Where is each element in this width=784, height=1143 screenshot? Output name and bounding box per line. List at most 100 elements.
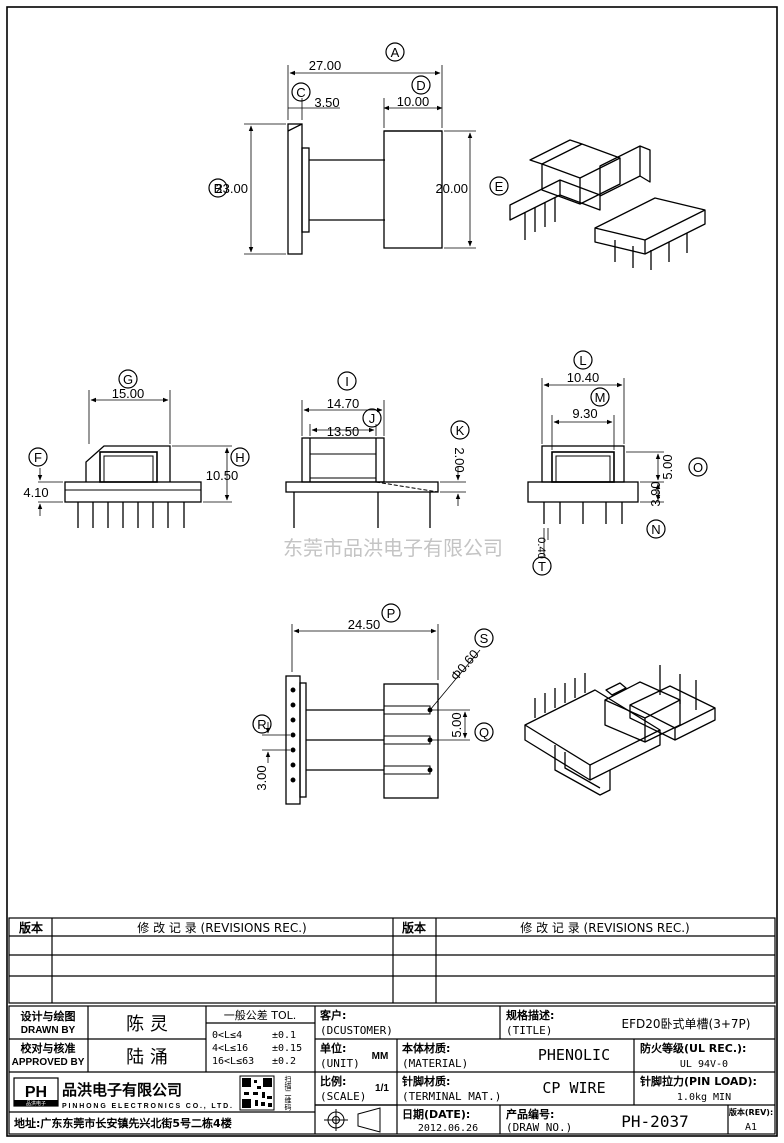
callout-Q: Q [479, 725, 489, 740]
view-front-left [37, 390, 232, 528]
designer-label-en: DRAWN BY [21, 1025, 76, 1036]
dim-S-value: Φ0.60 [447, 647, 481, 684]
callout-H-circle [230, 447, 250, 467]
callout-B-circle [208, 178, 228, 198]
spec-value: EFD20卧式单槽(3+7P) [622, 1017, 751, 1031]
unit-value: MM [372, 1051, 389, 1062]
tolerance-value-1: ±0.15 [272, 1043, 302, 1054]
callout-T-circle [532, 556, 552, 576]
terminal-label-en: (TERMINAL MAT.) [402, 1090, 501, 1103]
dim-Q-value: 5.00 [449, 712, 464, 737]
qr-side-text: 扫描二维码 [284, 1075, 292, 1112]
dim-B-value: 23.00 [215, 181, 248, 196]
approver-label: 校对与核准 [21, 1041, 76, 1055]
callout-E: E [495, 179, 504, 194]
revision-table [8, 917, 776, 1004]
dim-R-value: 3.00 [254, 765, 269, 790]
callout-F-circle [28, 447, 48, 467]
isometric-view-top [509, 139, 706, 270]
dim-text-view1: 27.00 A C 3.50 D 10.00 B 23.00 20.00 E [208, 42, 509, 198]
sheet-border [6, 6, 778, 1137]
spec-label: 规格描述: [506, 1008, 554, 1022]
dim-G-value: 15.00 [112, 386, 145, 401]
scale-value: 1/1 [375, 1083, 389, 1094]
designer-name: 陈 灵 [126, 1014, 168, 1035]
fire-rating-value: UL 94V-0 [680, 1059, 728, 1070]
dim-J-value: 13.50 [327, 424, 360, 439]
rev-header-version-right: 版本 [402, 920, 426, 935]
callout-B: B [214, 181, 223, 196]
tolerance-value-2: ±0.2 [272, 1056, 296, 1067]
callout-D: D [416, 78, 425, 93]
callout-N-circle [646, 519, 666, 539]
rev-header-records-left: 修 改 记 录 (REVISIONS REC.) [137, 920, 306, 935]
dim-E-value: 20.00 [435, 181, 468, 196]
unit-label: 单位: [320, 1041, 346, 1055]
view-bottom [262, 624, 481, 805]
callout-O: O [693, 460, 703, 475]
terminal-value: CP WIRE [542, 1079, 605, 1097]
callout-S: S [480, 631, 489, 646]
callout-O-circle [688, 457, 708, 477]
company-logo-bar [14, 1100, 58, 1106]
approver-label-en: APPROVED BY [12, 1057, 85, 1068]
dim-K-value: 2.00 [452, 447, 467, 472]
view-side-top [244, 65, 476, 255]
rev-header-records-right: 修 改 记 录 (REVISIONS REC.) [520, 920, 689, 935]
dim-O-value: 5.00 [660, 454, 675, 479]
drawno-value: PH-2037 [621, 1112, 688, 1131]
drawno-label: 产品编号: [506, 1107, 554, 1121]
callout-C: C [296, 85, 305, 100]
callout-Q-circle [474, 722, 494, 742]
dim-C-value: 3.50 [314, 95, 339, 110]
title-block-grid [8, 1005, 776, 1135]
scale-label: 比例: [320, 1074, 346, 1088]
company-name: 品洪电子有限公司 [62, 1081, 182, 1099]
tolerance-range-2: 16<L≤63 [212, 1056, 254, 1067]
dim-M-value: 9.30 [572, 406, 597, 421]
material-value: PHENOLIC [538, 1046, 610, 1064]
callout-L-circle [573, 350, 593, 370]
rev-value: A1 [745, 1122, 757, 1133]
approver-name: 陆 涌 [126, 1047, 168, 1068]
dim-D-value: 10.00 [397, 94, 430, 109]
view-front-right [527, 378, 664, 556]
callout-M-circle [590, 387, 610, 407]
customer-label: 客户: [319, 1008, 346, 1022]
dim-text-view4: L 10.40 M 9.30 5.00 O 3.90 N 0.40 T [532, 350, 708, 576]
callout-I: I [345, 374, 349, 389]
pin-load-value: 1.0kg MIN [677, 1092, 731, 1103]
rev-header-version-left: 版本 [19, 920, 43, 935]
spec-label-en: (TITLE) [506, 1024, 552, 1037]
drawno-label-en: (DRAW NO.) [506, 1121, 572, 1134]
unit-label-en: (UNIT) [320, 1057, 360, 1070]
company-address: 地址:广东东莞市长安镇先兴北街5号二栋4楼 [14, 1116, 232, 1130]
dim-text-view3: I 14.70 J 13.50 K 2.00 [327, 371, 470, 473]
callout-R-circle [252, 714, 272, 734]
date-value: 2012.06.26 [418, 1123, 478, 1134]
dim-N-value: 3.90 [648, 481, 663, 506]
callout-L: L [579, 353, 586, 368]
isometric-view-bottom [524, 665, 716, 796]
callout-E-circle [489, 176, 509, 196]
date-label: 日期(DATE): [402, 1107, 470, 1121]
callout-P-circle [381, 603, 401, 623]
callout-K: K [456, 423, 465, 438]
dim-F-value: 4.10 [23, 485, 48, 500]
dim-text-view2: G 15.00 H 10.50 F 4.10 [23, 369, 250, 500]
callout-I-circle [337, 371, 357, 391]
tolerance-range-1: 4<L≤16 [212, 1043, 248, 1054]
callout-R: R [257, 717, 266, 732]
dim-P-value: 24.50 [348, 617, 381, 632]
material-label-en: (MATERIAL) [402, 1057, 468, 1070]
callout-K-circle [450, 420, 470, 440]
scale-label-en: (SCALE) [320, 1090, 366, 1103]
callout-D-circle [411, 75, 431, 95]
company-logo-sub: 品洪电子 [26, 1100, 46, 1107]
dim-I-value: 14.70 [327, 396, 360, 411]
callout-G-circle [118, 369, 138, 389]
dim-T-value: 0.40 [535, 537, 547, 558]
designer-label: 设计与绘图 [21, 1009, 76, 1023]
callout-A-circle [385, 42, 405, 62]
